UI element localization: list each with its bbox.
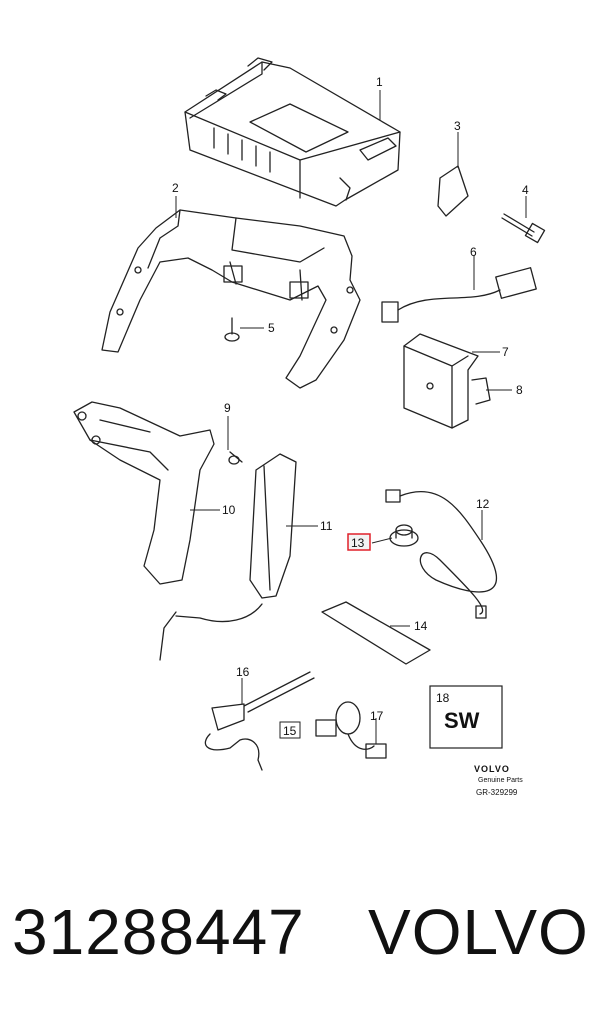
callout-4: 4	[522, 183, 529, 197]
receiver-box-part	[403, 333, 491, 429]
cable-connector-part	[381, 267, 537, 323]
brand-name: VOLVO	[368, 896, 589, 968]
parts-diagram: 1 2 3 4 5 6 7 8 9 10 11 12 13 14 15 16 1…	[73, 57, 546, 797]
callout-12: 12	[476, 497, 490, 511]
callout-3: 3	[454, 119, 461, 133]
sensor-part	[315, 701, 387, 759]
callout-13: 13	[351, 536, 365, 550]
callout-7: 7	[502, 345, 509, 359]
callout-2: 2	[172, 181, 179, 195]
microphone-part	[204, 671, 315, 771]
callout-11: 11	[320, 519, 333, 533]
small-screw-part	[228, 451, 243, 465]
callout-17: 17	[370, 709, 384, 723]
callout-14: 14	[414, 619, 428, 633]
callout-5: 5	[268, 321, 275, 335]
callout-1: 1	[376, 75, 383, 89]
callout-8: 8	[516, 383, 523, 397]
brand-block: VOLVO Genuine Parts GR-329299	[474, 764, 523, 797]
callout-6: 6	[470, 245, 477, 259]
diagram-ref: GR-329299	[476, 788, 518, 797]
handset-part	[159, 453, 297, 661]
sw-text: SW	[444, 708, 480, 733]
grommet-part	[389, 524, 419, 547]
callout-13-highlight	[347, 533, 371, 551]
bolt-part	[501, 213, 546, 244]
callout-9: 9	[224, 401, 231, 415]
sw-label-box: 18 SW	[429, 685, 503, 749]
callout-16: 16	[236, 665, 250, 679]
callout-15-box	[279, 721, 301, 739]
phone-holder-part	[73, 401, 215, 585]
callout-18: 18	[436, 691, 450, 705]
antenna-cable-part	[385, 489, 498, 619]
leader-lines	[175, 90, 527, 744]
callout-10: 10	[222, 503, 236, 517]
screw-part	[224, 317, 240, 342]
callout-15: 15	[283, 724, 297, 738]
volvo-logo: VOLVO	[474, 764, 510, 774]
part-number: 31288447	[12, 896, 305, 968]
clip-part	[437, 165, 469, 217]
adhesive-pad-part	[321, 601, 431, 665]
genuine-parts-text: Genuine Parts	[478, 777, 523, 784]
control-module-part	[184, 57, 401, 207]
mounting-bracket-part	[101, 209, 361, 389]
